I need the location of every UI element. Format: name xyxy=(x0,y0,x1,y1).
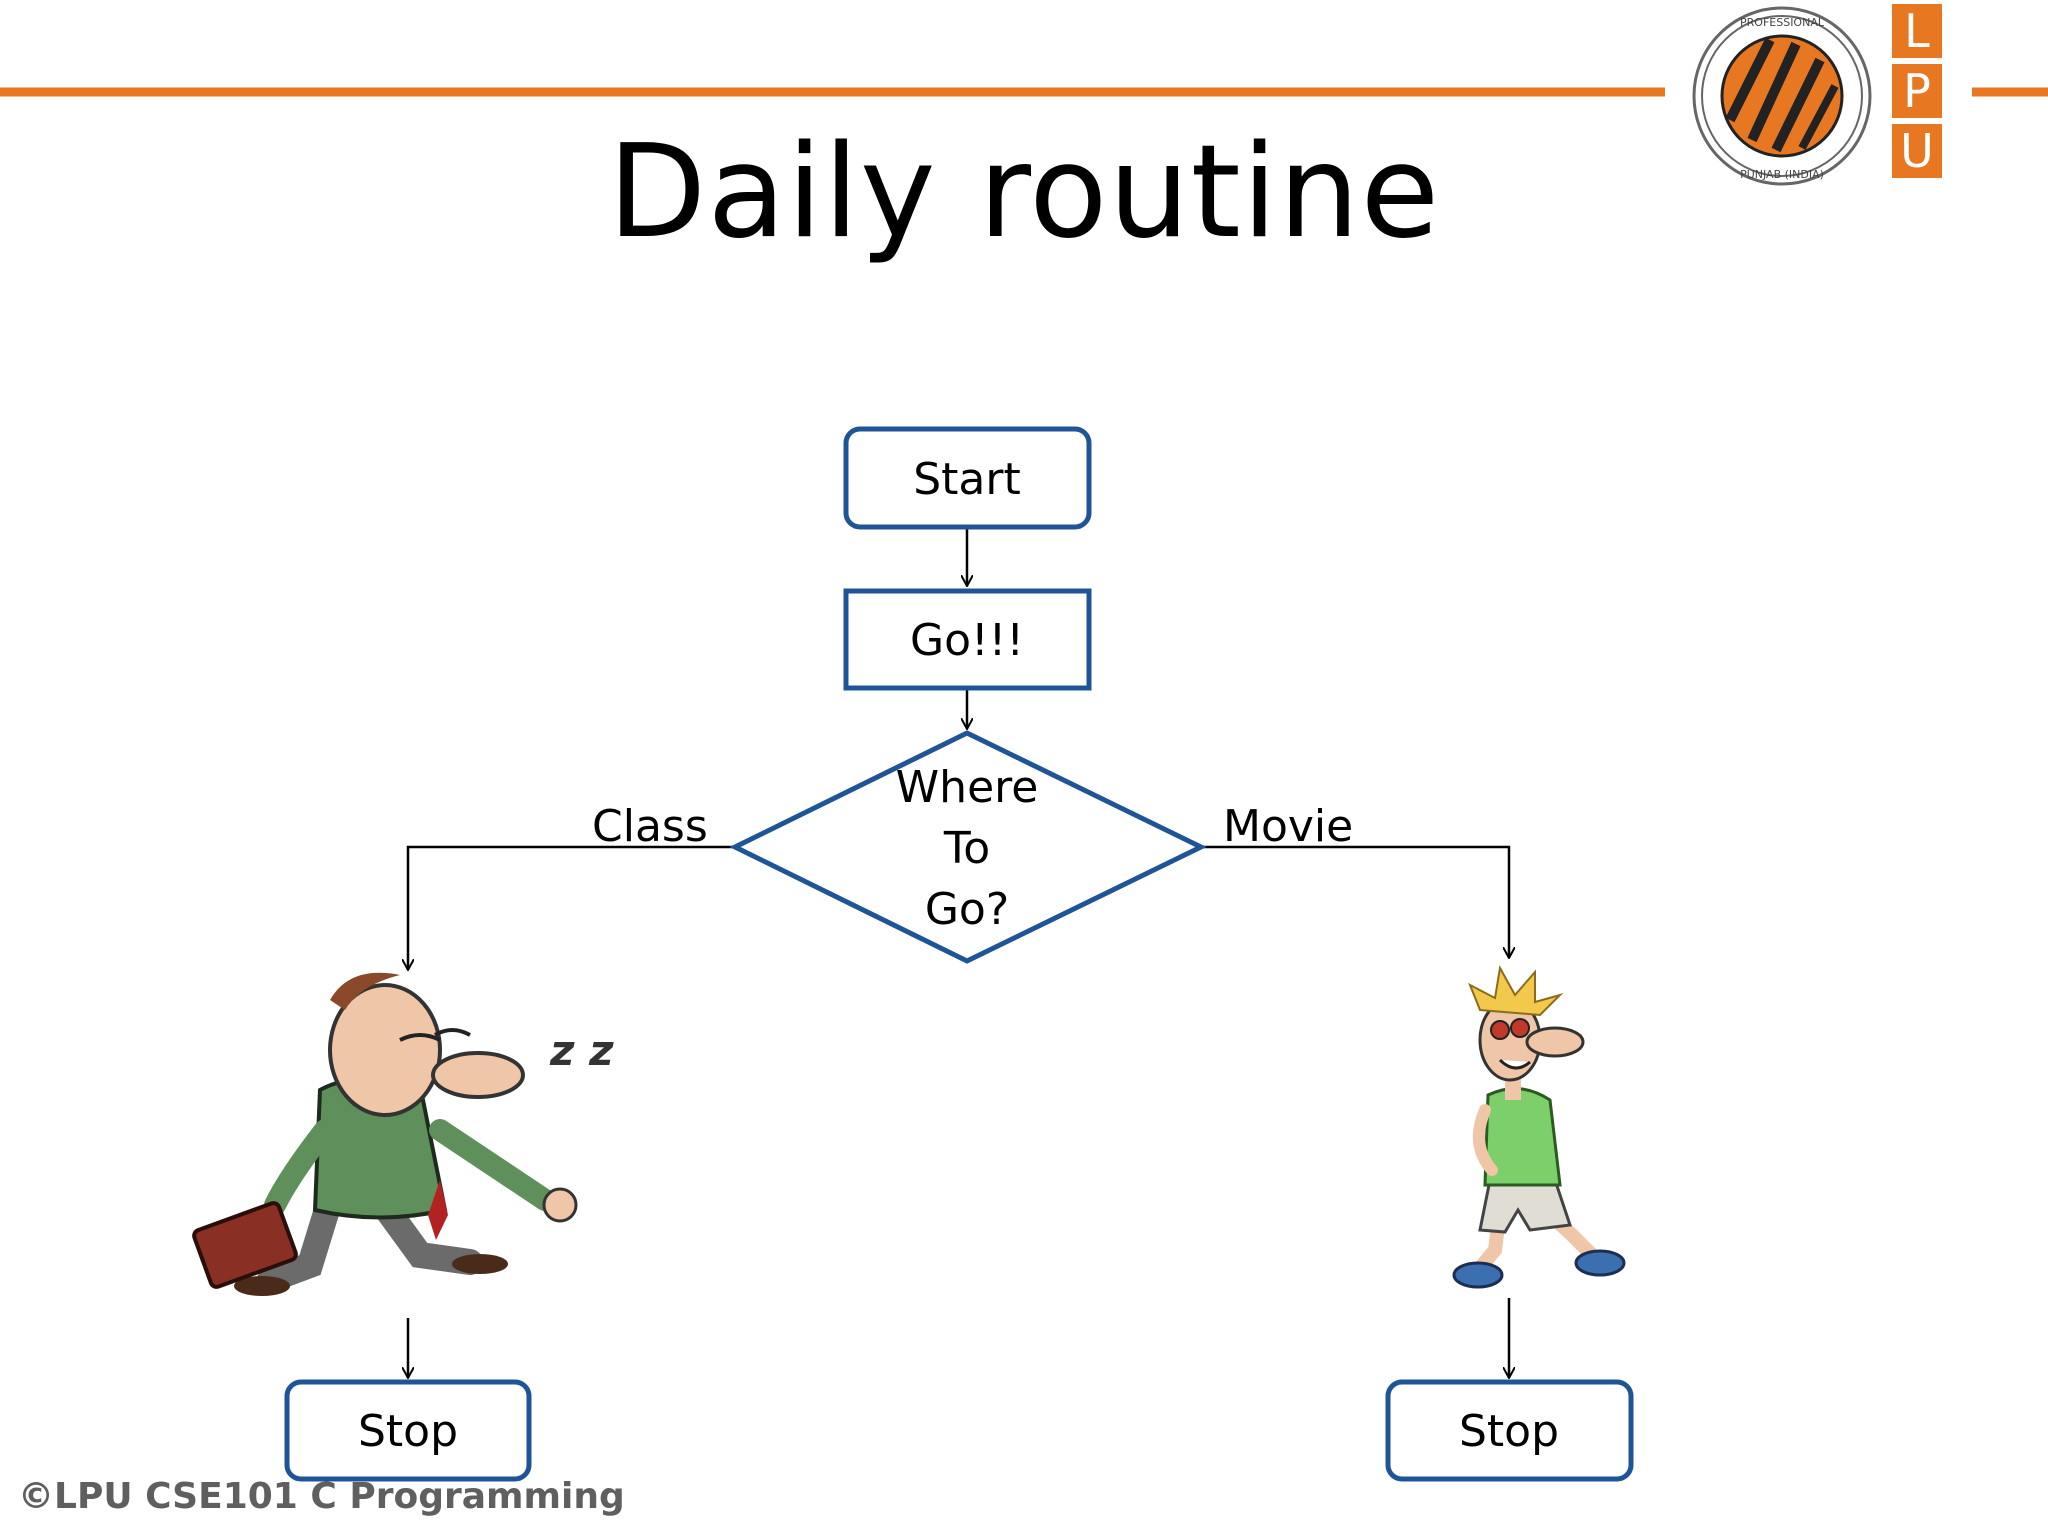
branch-label-movie: Movie xyxy=(1223,801,1353,852)
connector-movie-branch xyxy=(1201,845,1509,958)
svg-text:PUNJAB (INDIA): PUNJAB (INDIA) xyxy=(1740,168,1824,181)
decision-label-line3: Go? xyxy=(925,884,1009,935)
header-rule xyxy=(0,87,2048,97)
lpu-letter-p: P xyxy=(1903,64,1931,118)
lpu-letter-u: U xyxy=(1900,124,1934,178)
slide-title: Daily routine xyxy=(607,118,1441,267)
svg-text:z z: z z xyxy=(549,1026,614,1075)
lpu-seal: PROFESSIONAL PUNJAB (INDIA) xyxy=(1692,6,1872,186)
branch-label-class: Class xyxy=(592,801,708,852)
process-node: Go!!! xyxy=(843,588,1092,691)
start-label: Start xyxy=(913,454,1021,505)
process-label: Go!!! xyxy=(910,615,1024,666)
lpu-letter-l: L xyxy=(1904,4,1930,58)
connector-class-branch xyxy=(408,845,735,970)
lpu-letters: L P U xyxy=(1892,4,1942,178)
sleeping-businessman-illustration: z z xyxy=(192,972,614,1296)
decision-node: Where To Go? xyxy=(729,730,1207,964)
stop-node-right: Stop xyxy=(1385,1379,1634,1482)
stop-right-label: Stop xyxy=(1459,1406,1559,1457)
start-node: Start xyxy=(843,426,1092,530)
svg-text:PROFESSIONAL: PROFESSIONAL xyxy=(1740,16,1825,29)
stop-node-left: Stop xyxy=(284,1379,532,1482)
stop-left-label: Stop xyxy=(358,1406,458,1457)
decision-label-line1: Where xyxy=(896,762,1039,813)
decision-label-line2: To xyxy=(943,823,990,874)
happy-tourist-illustration xyxy=(1452,965,1626,1289)
lpu-logo: PROFESSIONAL PUNJAB (INDIA) L P U xyxy=(1692,4,1942,186)
footer-copyright: ©LPU CSE101 C Programming xyxy=(18,1476,625,1517)
